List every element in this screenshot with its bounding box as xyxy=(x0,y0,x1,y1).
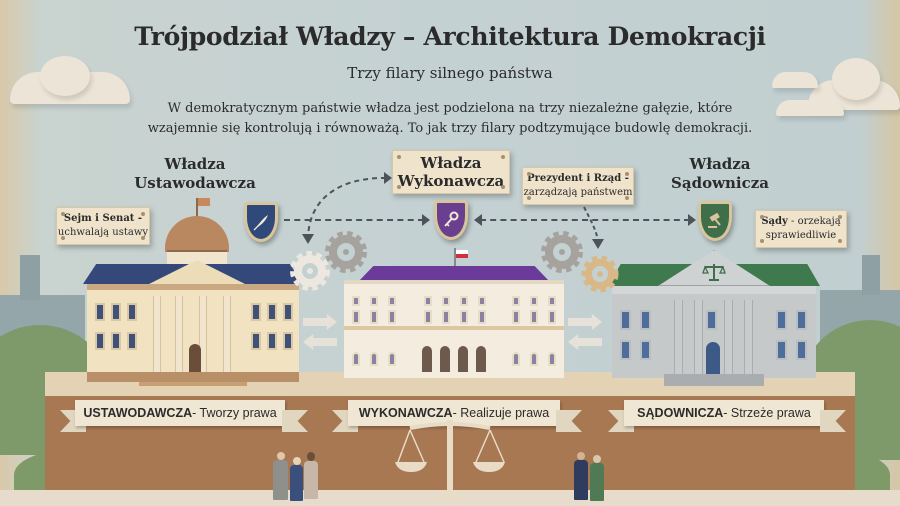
tower-silhouette-left xyxy=(20,255,40,300)
intro-text: W demokratycznym państwie władza jest po… xyxy=(90,99,810,139)
banner-judicial: SĄDOWNICZA - Strzeże prawa xyxy=(624,400,824,426)
gear-icon xyxy=(541,231,583,273)
arrow-right-icon xyxy=(688,214,696,226)
tower-silhouette-right xyxy=(862,255,880,295)
banner-tail-right xyxy=(556,410,582,432)
drum xyxy=(167,250,227,266)
key-icon xyxy=(444,211,459,227)
flag xyxy=(198,198,210,206)
curved-arrow-to-executive xyxy=(302,172,392,244)
plaque-executive: Prezydent i Rząd - zarządzają państwem xyxy=(522,167,634,205)
flag-pole xyxy=(454,248,456,270)
scales-icon xyxy=(702,264,726,281)
curved-arrow-from-plaque xyxy=(583,206,604,249)
banner-tail-right xyxy=(282,410,308,432)
shield-judicial xyxy=(698,201,732,241)
banner-legislative: USTAWODAWCZA - Tworzy prawa xyxy=(75,400,285,426)
base xyxy=(87,372,299,382)
gear-icon xyxy=(325,231,367,273)
heading-executive-plaque: Władza Wykonawcza xyxy=(392,150,510,194)
building-presidential-palace xyxy=(342,248,566,382)
arrow-right-icon xyxy=(422,214,430,226)
flag-pole xyxy=(196,198,198,220)
gavel-icon xyxy=(708,212,721,228)
arrow-left-icon xyxy=(303,334,337,350)
cloud-left-bump xyxy=(40,56,90,96)
cloud-right-big-bump xyxy=(832,58,880,100)
citizens-group-left xyxy=(272,452,326,502)
citizens-group-right xyxy=(572,452,612,502)
banner-executive: WYKONAWCZA - Realizuje prawa xyxy=(348,400,560,426)
scales-of-justice-icon xyxy=(395,420,505,500)
banner-tail-right xyxy=(820,410,846,432)
plaque-judicial: Sądy - orzekają sprawiedliwie xyxy=(755,210,847,248)
arrow-left-icon xyxy=(568,334,602,350)
connector-legislative-executive xyxy=(284,219,424,221)
arrow-right-icon xyxy=(303,314,337,330)
shield-executive xyxy=(434,200,468,240)
dome xyxy=(165,216,229,252)
roof xyxy=(358,266,550,282)
building-parliament xyxy=(83,198,303,388)
page-title: Trójpodział Władzy – Architektura Demokr… xyxy=(134,22,766,51)
heading-judicial: Władza Sądownicza xyxy=(671,155,769,192)
steps xyxy=(664,374,764,386)
page-subtitle: Trzy filary silnego państwa xyxy=(347,64,553,82)
cloud-right-low xyxy=(776,100,844,116)
quill-icon xyxy=(253,215,268,231)
plaque-legislative: Sejm i Senat - uchwalają ustawy xyxy=(56,207,150,245)
gear-icon xyxy=(290,251,330,291)
gear-icon xyxy=(581,255,619,293)
arrow-right-icon xyxy=(568,314,602,330)
poland-flag xyxy=(456,250,468,254)
heading-legislative: Władza Ustawodawcza xyxy=(134,155,256,192)
arrow-left-icon xyxy=(474,214,482,226)
intro-line-2: wzajemnie się kontrolują i równoważą. To… xyxy=(147,121,753,136)
intro-line-1: W demokratycznym państwie władza jest po… xyxy=(167,101,733,116)
cloud-right-small xyxy=(772,72,818,88)
building-court xyxy=(608,250,820,388)
connector-executive-judicial xyxy=(480,219,690,221)
shield-legislative xyxy=(244,202,278,242)
